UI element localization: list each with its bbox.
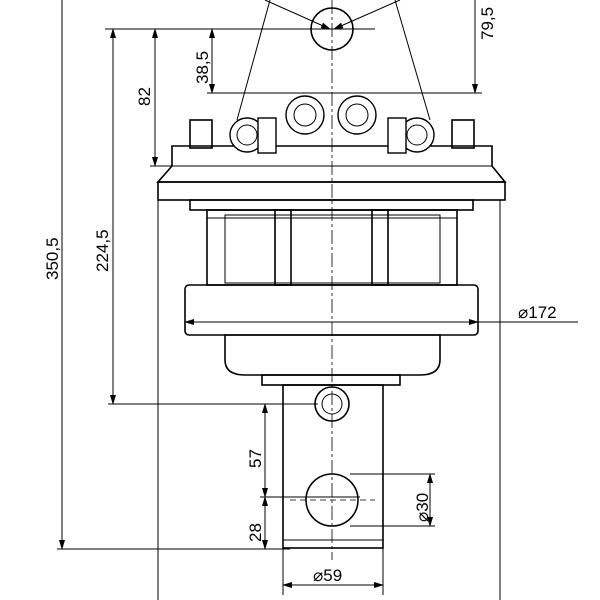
dim-82: 82 [135,87,154,106]
dim-diameter-59: ⌀59 [313,566,342,585]
dimension-arrows [59,0,578,588]
extension-lines [57,28,501,600]
dim-57: 57 [246,449,265,468]
dim-224-5: 224,5 [93,229,112,272]
upper-flange [156,119,507,211]
dim-diameter-172: ⌀172 [518,303,557,322]
dim-diameter-30: ⌀30 [413,493,432,522]
dim-28: 28 [246,523,265,542]
dim-38-5: 38,5 [193,51,212,84]
top-angle-lines [236,0,431,121]
lower-body [184,284,479,386]
dim-79-5: 79,5 [478,7,497,40]
shaft [282,384,384,549]
dim-350-5: 350,5 [43,237,62,280]
hydraulic-fittings [229,95,435,154]
